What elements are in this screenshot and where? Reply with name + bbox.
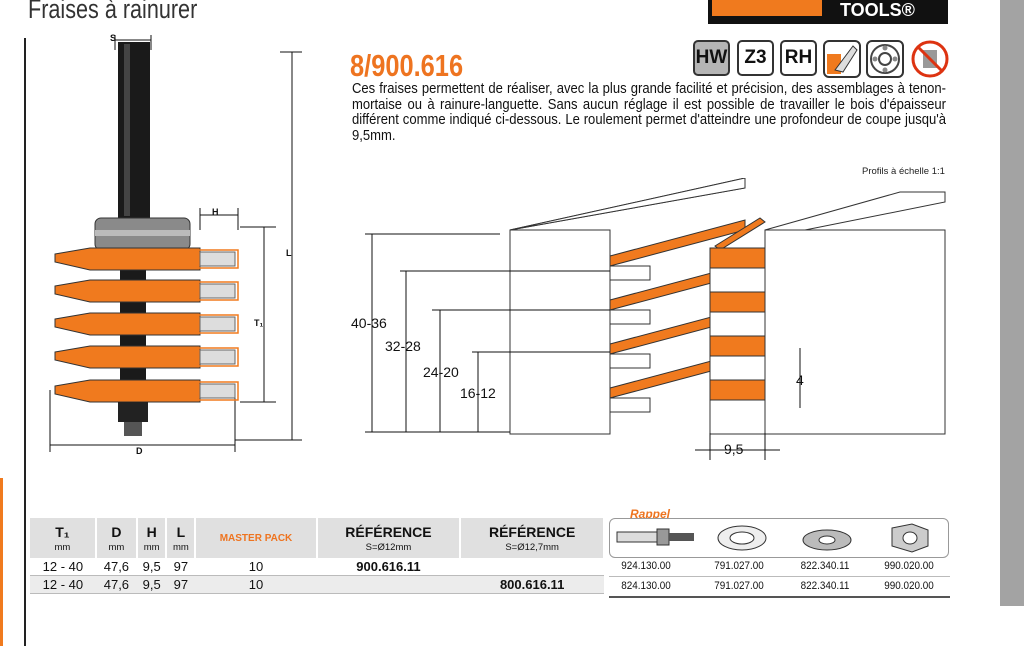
dim-l-label: L bbox=[286, 248, 292, 258]
cell-reference bbox=[460, 558, 604, 576]
acc-code-pin-2: 824.130.00 bbox=[621, 580, 671, 592]
cell-reference bbox=[316, 575, 461, 594]
dim-gap: 4 bbox=[796, 372, 804, 388]
dim-d-label: D bbox=[136, 446, 143, 456]
scale-note: Profils à échelle 1:1 bbox=[862, 166, 945, 177]
dim-depth: 9,5 bbox=[724, 441, 744, 457]
cell: 47,6 bbox=[95, 558, 137, 576]
product-code: 8/900.616 bbox=[350, 48, 464, 83]
cell: 12 - 40 bbox=[30, 558, 96, 576]
dim-t1-label: T₁ bbox=[254, 318, 264, 328]
badge-rh: RH bbox=[780, 40, 817, 76]
ball-bearing-icon bbox=[717, 525, 767, 551]
slot-cutter-icon bbox=[802, 529, 852, 551]
cell-reference: 900.616.11 bbox=[316, 558, 461, 576]
badge-z3: Z3 bbox=[737, 40, 774, 76]
acc-code-bearing-2: 791.027.00 bbox=[714, 580, 764, 592]
brand-logo-tools: TOOLS® bbox=[840, 0, 915, 20]
bearing-icon bbox=[866, 40, 904, 78]
col-master-pack: MASTER PACK bbox=[195, 518, 318, 558]
dim-40-36: 40-36 bbox=[351, 315, 387, 331]
dim-32-28: 32-28 bbox=[385, 338, 421, 354]
page-scroll-edge bbox=[1000, 0, 1024, 606]
acc-code-cutter-1: 822.340.11 bbox=[800, 560, 850, 572]
cell: 9,5 bbox=[136, 575, 167, 594]
nut-icon bbox=[891, 523, 929, 553]
dim-s-label: S bbox=[110, 33, 117, 43]
no-cnc-icon bbox=[911, 40, 949, 78]
cell: 9,5 bbox=[136, 558, 167, 576]
left-accent-strip bbox=[0, 478, 3, 646]
page-title: Fraises à rainurer bbox=[28, 0, 198, 24]
acc-bottom-rule bbox=[609, 596, 950, 598]
router-bit-drawing bbox=[49, 35, 302, 452]
usage-icons bbox=[823, 40, 949, 78]
pin-icon bbox=[616, 528, 694, 546]
dim-h-label: H bbox=[212, 207, 219, 217]
cell: 97 bbox=[166, 558, 196, 576]
dim-24-20: 24-20 bbox=[423, 364, 459, 380]
dim-16-12: 16-12 bbox=[460, 385, 496, 401]
cell: 97 bbox=[166, 575, 196, 594]
brand-logo-cmt bbox=[712, 0, 822, 16]
cell: 10 bbox=[195, 575, 317, 594]
accessory-icons bbox=[616, 523, 929, 553]
left-rule bbox=[24, 38, 26, 646]
cell-reference: 800.616.11 bbox=[460, 575, 604, 594]
joint-profile-diagram bbox=[365, 178, 946, 460]
accessories-title: Rappel bbox=[630, 507, 671, 521]
acc-code-cutter-2: 822.340.11 bbox=[800, 580, 850, 592]
acc-code-pin-1: 924.130.00 bbox=[621, 560, 671, 572]
acc-code-nut-2: 990.020.00 bbox=[884, 580, 934, 592]
hand-feed-icon bbox=[823, 40, 861, 78]
product-description: Ces fraises permettent de réaliser, avec… bbox=[352, 81, 946, 144]
acc-divider bbox=[609, 576, 950, 577]
badge-hw: HW bbox=[693, 40, 730, 76]
cell: 10 bbox=[195, 558, 317, 576]
acc-code-bearing-1: 791.027.00 bbox=[714, 560, 764, 572]
acc-code-nut-1: 990.020.00 bbox=[884, 560, 934, 572]
table-row: 12 - 40 47,6 9,5 97 10 800.616.11 bbox=[30, 575, 604, 594]
cell: 47,6 bbox=[95, 575, 137, 594]
cell: 12 - 40 bbox=[30, 575, 96, 594]
table-row: 12 - 40 47,6 9,5 97 10 900.616.11 bbox=[30, 558, 604, 576]
